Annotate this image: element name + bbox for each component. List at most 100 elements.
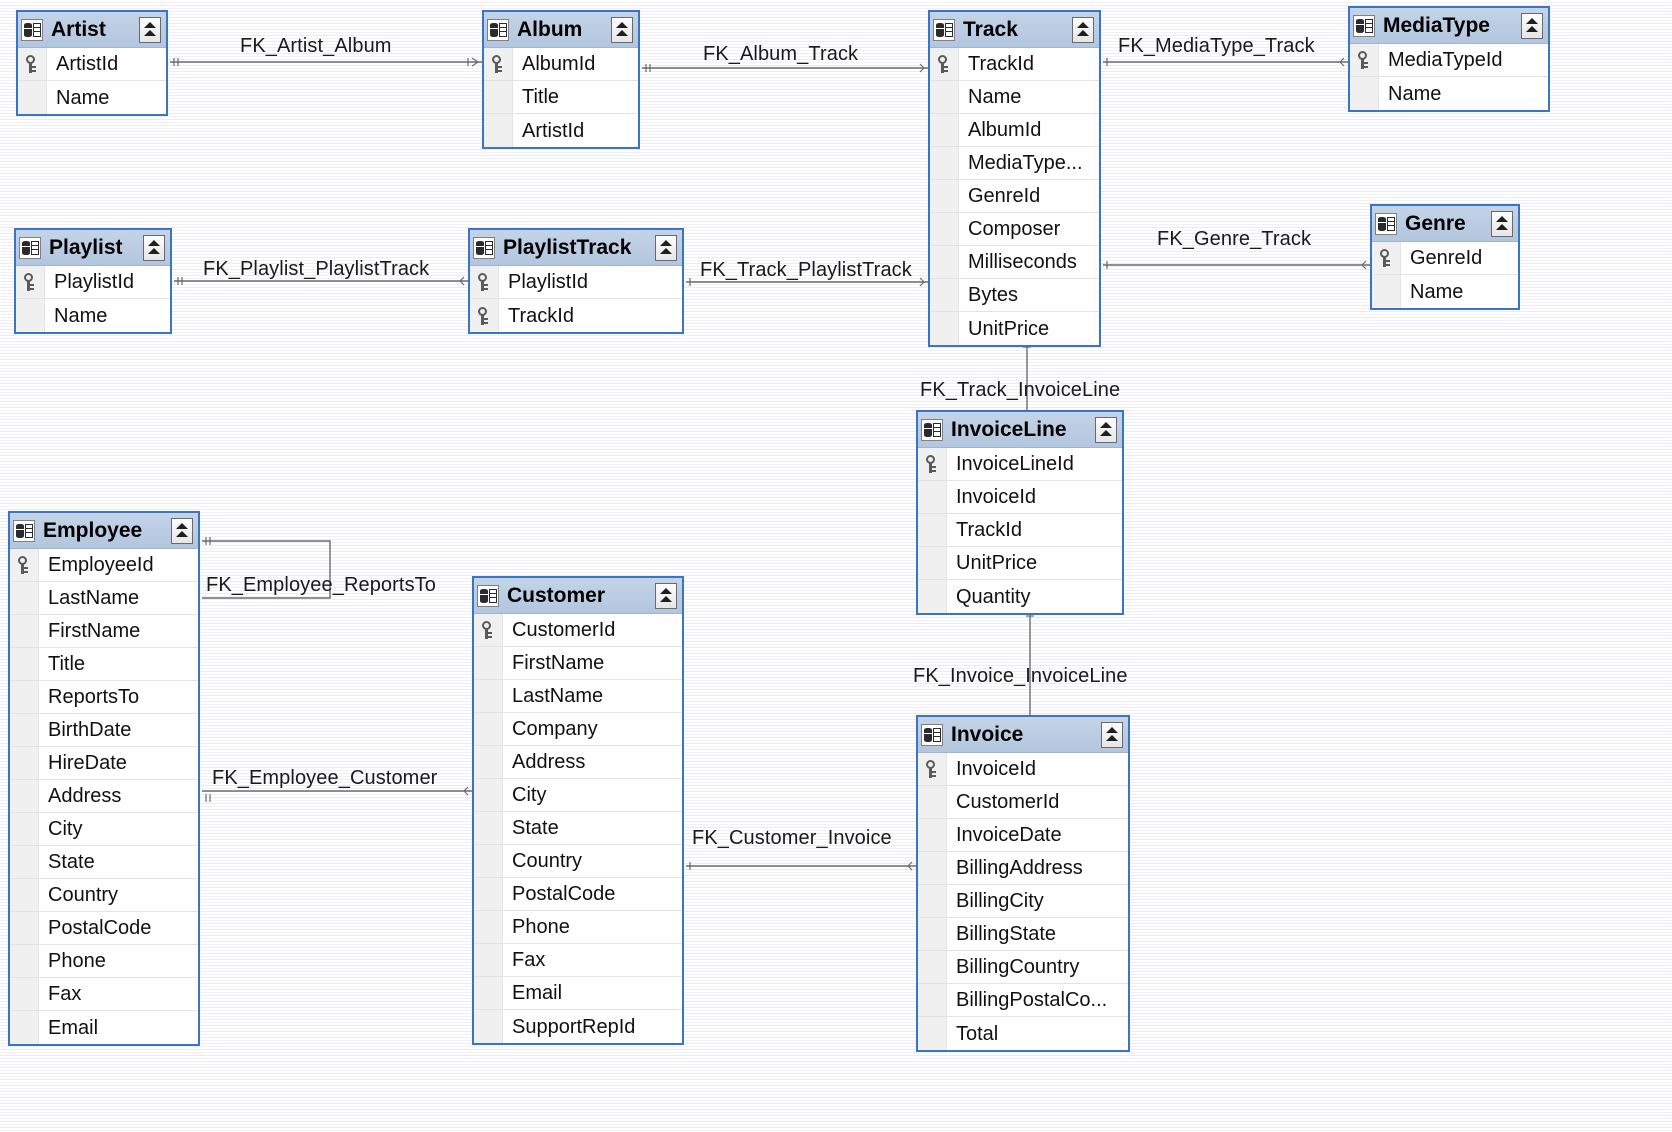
table-row[interactable]: InvoiceId: [918, 753, 1128, 786]
table-row[interactable]: Bytes: [930, 279, 1099, 312]
table-row[interactable]: MediaType...: [930, 147, 1099, 180]
collapse-chevrons-up-icon[interactable]: [139, 16, 161, 43]
table-row[interactable]: State: [10, 846, 198, 879]
table-header-invoiceline[interactable]: InvoiceLine: [918, 412, 1122, 448]
table-row[interactable]: MediaTypeId: [1350, 44, 1548, 77]
table-row[interactable]: Phone: [10, 945, 198, 978]
table-row[interactable]: Name: [18, 81, 166, 114]
table-row[interactable]: BillingCity: [918, 885, 1128, 918]
table-row[interactable]: BillingCountry: [918, 951, 1128, 984]
collapse-chevrons-up-icon[interactable]: [655, 234, 677, 261]
table-row[interactable]: Quantity: [918, 580, 1122, 613]
table-row[interactable]: ArtistId: [18, 48, 166, 81]
table-row[interactable]: BillingAddress: [918, 852, 1128, 885]
table-row[interactable]: Email: [10, 1011, 198, 1044]
table-row[interactable]: CustomerId: [918, 786, 1128, 819]
table-row[interactable]: Name: [1350, 77, 1548, 110]
row-gutter: [474, 812, 503, 844]
table-row[interactable]: Country: [10, 879, 198, 912]
table-row[interactable]: TrackId: [470, 299, 682, 332]
table-row[interactable]: Fax: [10, 978, 198, 1011]
table-row[interactable]: SupportRepId: [474, 1010, 682, 1043]
table-header-employee[interactable]: Employee: [10, 513, 198, 549]
table-row[interactable]: Name: [1372, 275, 1518, 308]
table-row[interactable]: HireDate: [10, 747, 198, 780]
table-row[interactable]: PostalCode: [474, 878, 682, 911]
collapse-chevrons-up-icon[interactable]: [1491, 210, 1513, 237]
table-header-album[interactable]: Album: [484, 12, 638, 48]
collapse-chevrons-up-icon[interactable]: [1095, 416, 1117, 443]
table-header-mediatype[interactable]: MediaType: [1350, 8, 1548, 44]
table-row[interactable]: TrackId: [930, 48, 1099, 81]
row-gutter: [484, 48, 513, 80]
table-row[interactable]: GenreId: [1372, 242, 1518, 275]
table-row[interactable]: PlaylistId: [470, 266, 682, 299]
table-row[interactable]: Total: [918, 1017, 1128, 1050]
table-row[interactable]: FirstName: [474, 647, 682, 680]
table-row[interactable]: Name: [16, 299, 170, 332]
table-row[interactable]: Company: [474, 713, 682, 746]
table-row[interactable]: FirstName: [10, 615, 198, 648]
collapse-chevrons-up-icon[interactable]: [1101, 721, 1123, 748]
table-row[interactable]: EmployeeId: [10, 549, 198, 582]
table-row[interactable]: InvoiceId: [918, 481, 1122, 514]
table-row[interactable]: InvoiceDate: [918, 819, 1128, 852]
table-row[interactable]: AlbumId: [484, 48, 638, 81]
table-row[interactable]: InvoiceLineId: [918, 448, 1122, 481]
table-header-track[interactable]: Track: [930, 12, 1099, 48]
collapse-chevrons-up-icon[interactable]: [1072, 16, 1094, 43]
table-row[interactable]: BirthDate: [10, 714, 198, 747]
table-row[interactable]: CustomerId: [474, 614, 682, 647]
table-row[interactable]: Address: [474, 746, 682, 779]
collapse-chevrons-up-icon[interactable]: [655, 582, 677, 609]
table-header-playlist[interactable]: Playlist: [16, 230, 170, 266]
table-row[interactable]: Fax: [474, 944, 682, 977]
collapse-chevrons-up-icon[interactable]: [1521, 12, 1543, 39]
table-row[interactable]: TrackId: [918, 514, 1122, 547]
collapse-chevrons-up-icon[interactable]: [611, 16, 633, 43]
collapse-chevrons-up-icon[interactable]: [143, 234, 165, 261]
table-row[interactable]: LastName: [474, 680, 682, 713]
table-row[interactable]: ReportsTo: [10, 681, 198, 714]
table-row[interactable]: ArtistId: [484, 114, 638, 147]
table-row[interactable]: State: [474, 812, 682, 845]
table-row[interactable]: City: [10, 813, 198, 846]
table-row[interactable]: BillingPostalCo...: [918, 984, 1128, 1017]
table-row[interactable]: UnitPrice: [918, 547, 1122, 580]
table-row[interactable]: City: [474, 779, 682, 812]
table-row[interactable]: Composer: [930, 213, 1099, 246]
table-row[interactable]: UnitPrice: [930, 312, 1099, 345]
table-row[interactable]: AlbumId: [930, 114, 1099, 147]
table-header-customer[interactable]: Customer: [474, 578, 682, 614]
table-header-genre[interactable]: Genre: [1372, 206, 1518, 242]
table-row[interactable]: PlaylistId: [16, 266, 170, 299]
table-row[interactable]: LastName: [10, 582, 198, 615]
table-header-invoice[interactable]: Invoice: [918, 717, 1128, 753]
table-row[interactable]: Milliseconds: [930, 246, 1099, 279]
collapse-chevrons-up-icon[interactable]: [171, 517, 193, 544]
table-row[interactable]: PostalCode: [10, 912, 198, 945]
table-row[interactable]: GenreId: [930, 180, 1099, 213]
table-row[interactable]: BillingState: [918, 918, 1128, 951]
table-header-playlisttrack[interactable]: PlaylistTrack: [470, 230, 682, 266]
table-row[interactable]: Title: [484, 81, 638, 114]
table-row[interactable]: Phone: [474, 911, 682, 944]
table-row[interactable]: Email: [474, 977, 682, 1010]
table-row[interactable]: Country: [474, 845, 682, 878]
table-row[interactable]: Name: [930, 81, 1099, 114]
table-header-artist[interactable]: Artist: [18, 12, 166, 48]
table-row[interactable]: Address: [10, 780, 198, 813]
table-row[interactable]: Title: [10, 648, 198, 681]
